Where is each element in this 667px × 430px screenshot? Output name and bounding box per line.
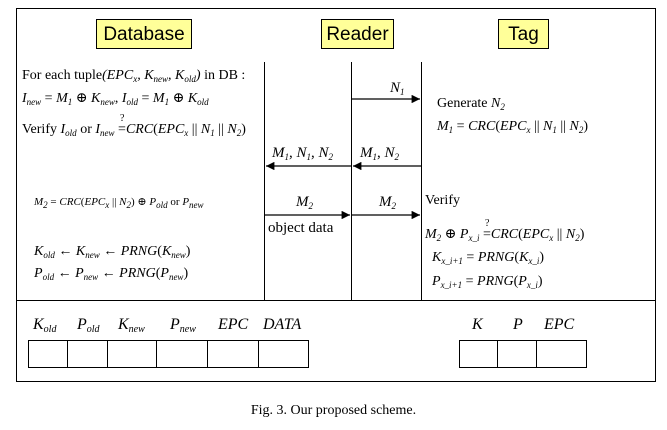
msg-db-to-reader-label: M2 — [296, 194, 313, 211]
tag-k-update-line: Kx_i+1 = PRNG(Kx_i) — [432, 250, 545, 266]
tag-cell-k — [459, 340, 498, 368]
tag-m1-line: M1 = CRC(EPCx || N1 || N2) — [437, 119, 589, 135]
reader-right-lifeline — [421, 62, 422, 300]
tag-verify-label: Verify — [425, 192, 460, 210]
db-cell-pnew — [156, 340, 208, 368]
db-cell-knew — [107, 340, 157, 368]
msg-object-data-label: object data — [268, 220, 334, 236]
tag-col-k: K — [472, 316, 483, 333]
database-lifeline — [264, 62, 265, 300]
reader-left-lifeline — [351, 62, 352, 300]
db-cell-kold — [28, 340, 68, 368]
tag-header: Tag — [498, 19, 549, 49]
tag-header-label: Tag — [508, 24, 539, 45]
scheme-frame — [16, 8, 656, 382]
reader-header-label: Reader — [326, 24, 389, 45]
tag-p-update-line: Px_i+1 = PRNG(Px_i) — [432, 274, 543, 290]
tag-cell-epc — [536, 340, 587, 368]
msg-reader-to-db-label: M1, N1, N2 — [272, 145, 334, 162]
tag-cell-p — [497, 340, 537, 368]
db-cell-data — [258, 340, 309, 368]
tag-generate-line: Generate N2 — [437, 96, 505, 112]
msg-reader-to-tag-label: M2 — [379, 194, 396, 211]
db-cell-pold — [67, 340, 108, 368]
db-col-kold: Kold — [33, 316, 57, 335]
db-foreach-suffix: in DB : — [200, 68, 246, 83]
figure-caption: Fig. 3. Our proposed scheme. — [250, 403, 417, 418]
msg-n1-label: N1 — [390, 80, 405, 97]
reader-header: Reader — [321, 19, 394, 49]
db-verify-line: Verify Iold or Inew =?CRC(EPCx || N1 || … — [22, 113, 246, 138]
tag-col-p: P — [513, 316, 523, 333]
tag-verify-text: Verify — [425, 193, 460, 208]
storage-divider — [16, 300, 656, 301]
db-foreach-line: For each tuple(EPCx, Knew, Kold) in DB : — [22, 68, 246, 84]
db-foreach-prefix: For each tuple — [22, 68, 103, 83]
db-m2-line: M2 = CRC(EPCx || N2) ⊕ Pold or Pnew — [34, 196, 204, 210]
msg-tag-to-reader-label: M1, N2 — [360, 145, 400, 162]
db-col-epc: EPC — [218, 316, 249, 333]
db-k-update-line: Kold ← Knew ← PRNG(Knew) — [34, 244, 191, 260]
tag-verify-expr: M2 ⊕ Px_i =?CRC(EPCx || N2) — [425, 218, 585, 243]
database-header: Database — [96, 19, 192, 49]
db-col-data: DATA — [263, 316, 302, 333]
db-cell-epc — [207, 340, 259, 368]
db-col-pold: Pold — [77, 316, 100, 335]
db-col-pnew: Pnew — [170, 316, 196, 335]
db-i-line: Inew = M1 ⊕ Knew, Iold = M1 ⊕ Kold — [22, 91, 209, 107]
db-verify-prefix: Verify — [22, 122, 57, 137]
tag-col-epc: EPC — [544, 316, 575, 333]
db-p-update-line: Pold ← Pnew ← PRNG(Pnew) — [34, 266, 189, 282]
db-col-knew: Knew — [118, 316, 145, 335]
database-header-label: Database — [103, 24, 185, 45]
